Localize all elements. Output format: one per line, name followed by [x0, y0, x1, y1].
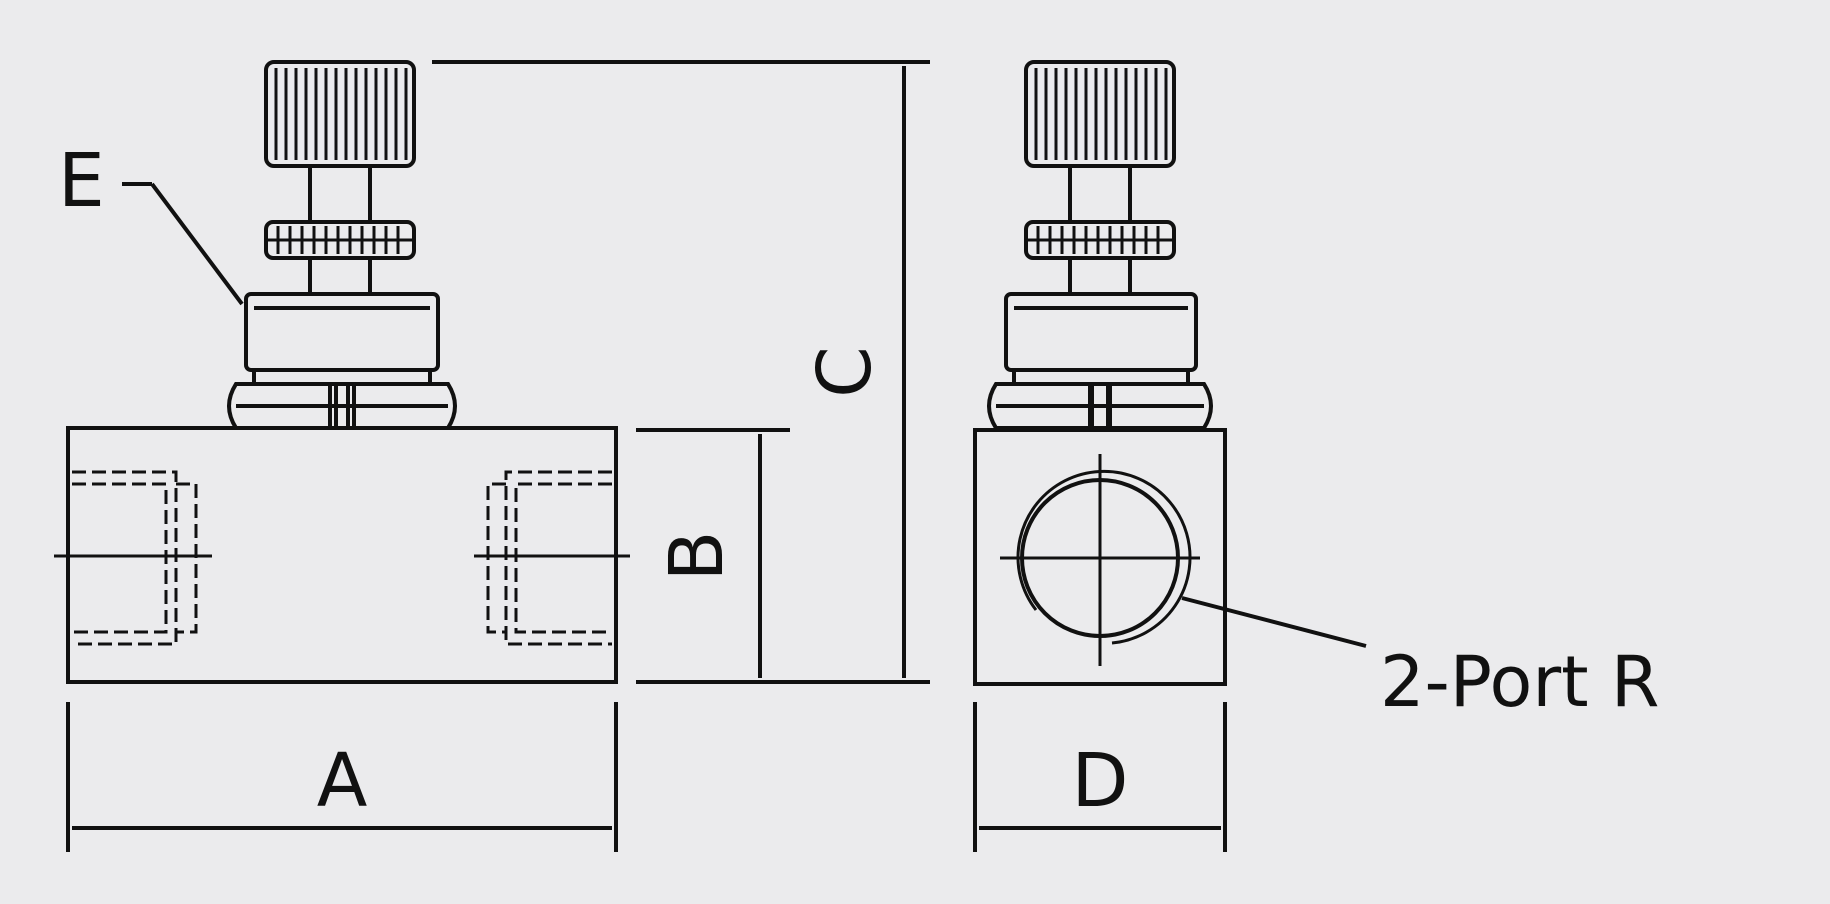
side-lock-nut: [1024, 220, 1176, 260]
label-b: B: [654, 531, 740, 582]
side-knob: [1024, 60, 1176, 168]
front-lock-nut: [264, 220, 416, 260]
dimension-d: [973, 702, 1227, 852]
port-leader: [1181, 596, 1367, 648]
label-port: 2-Port R: [1380, 641, 1659, 723]
front-bonnet: [244, 292, 440, 386]
label-c: C: [802, 346, 888, 398]
dimension-a: [66, 702, 618, 852]
side-hex-nut: [987, 382, 1213, 430]
side-view: [973, 60, 1367, 686]
dimension-c: [432, 60, 930, 684]
side-body: [973, 428, 1227, 686]
side-bonnet: [1004, 292, 1198, 386]
label-a: A: [317, 738, 368, 824]
dimension-b: [636, 428, 790, 684]
front-hex-nut: [227, 382, 457, 430]
front-body: [54, 426, 630, 684]
label-e-leader: [122, 182, 244, 306]
label-d: D: [1072, 738, 1129, 824]
side-stem: [1068, 166, 1132, 294]
label-e: E: [58, 138, 105, 224]
front-knob: [264, 60, 416, 168]
front-view: [54, 60, 630, 684]
front-stem: [308, 166, 372, 294]
